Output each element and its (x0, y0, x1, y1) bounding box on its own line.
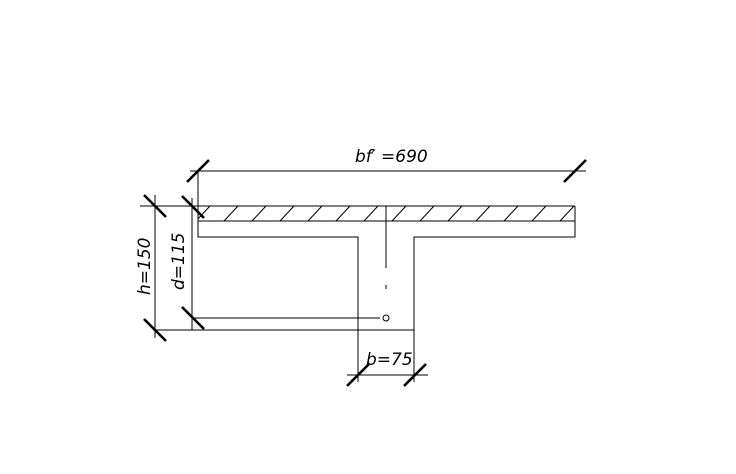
effective-depth-label: d=115 (169, 233, 189, 290)
web-width-label: b=75 (366, 350, 413, 370)
hatch-line (475, 205, 491, 222)
hatch-line (503, 205, 519, 222)
total-height-label: h=150 (135, 238, 155, 295)
flange-width-dimension (186, 159, 587, 183)
hatch-line (197, 205, 211, 220)
hatch-line (559, 205, 575, 222)
hatch-line (223, 205, 239, 222)
effective-depth-dimension (181, 195, 205, 330)
hatch-line (531, 205, 547, 222)
hatch-line (307, 205, 323, 222)
web-width-dimension (346, 330, 428, 387)
hatch-line (447, 205, 463, 222)
hatch-line (251, 205, 267, 222)
flange-width-label: bf′ =690 (355, 147, 428, 167)
flange-hatching (197, 205, 575, 222)
hatch-line (419, 205, 435, 222)
t-beam-outline (155, 172, 576, 331)
reinforcement-bar-marker (382, 314, 390, 322)
hatch-line (363, 205, 379, 222)
hatch-line (279, 205, 295, 222)
total-height-dimension (140, 194, 198, 342)
hatch-line (335, 205, 351, 222)
hatch-line (391, 205, 407, 222)
